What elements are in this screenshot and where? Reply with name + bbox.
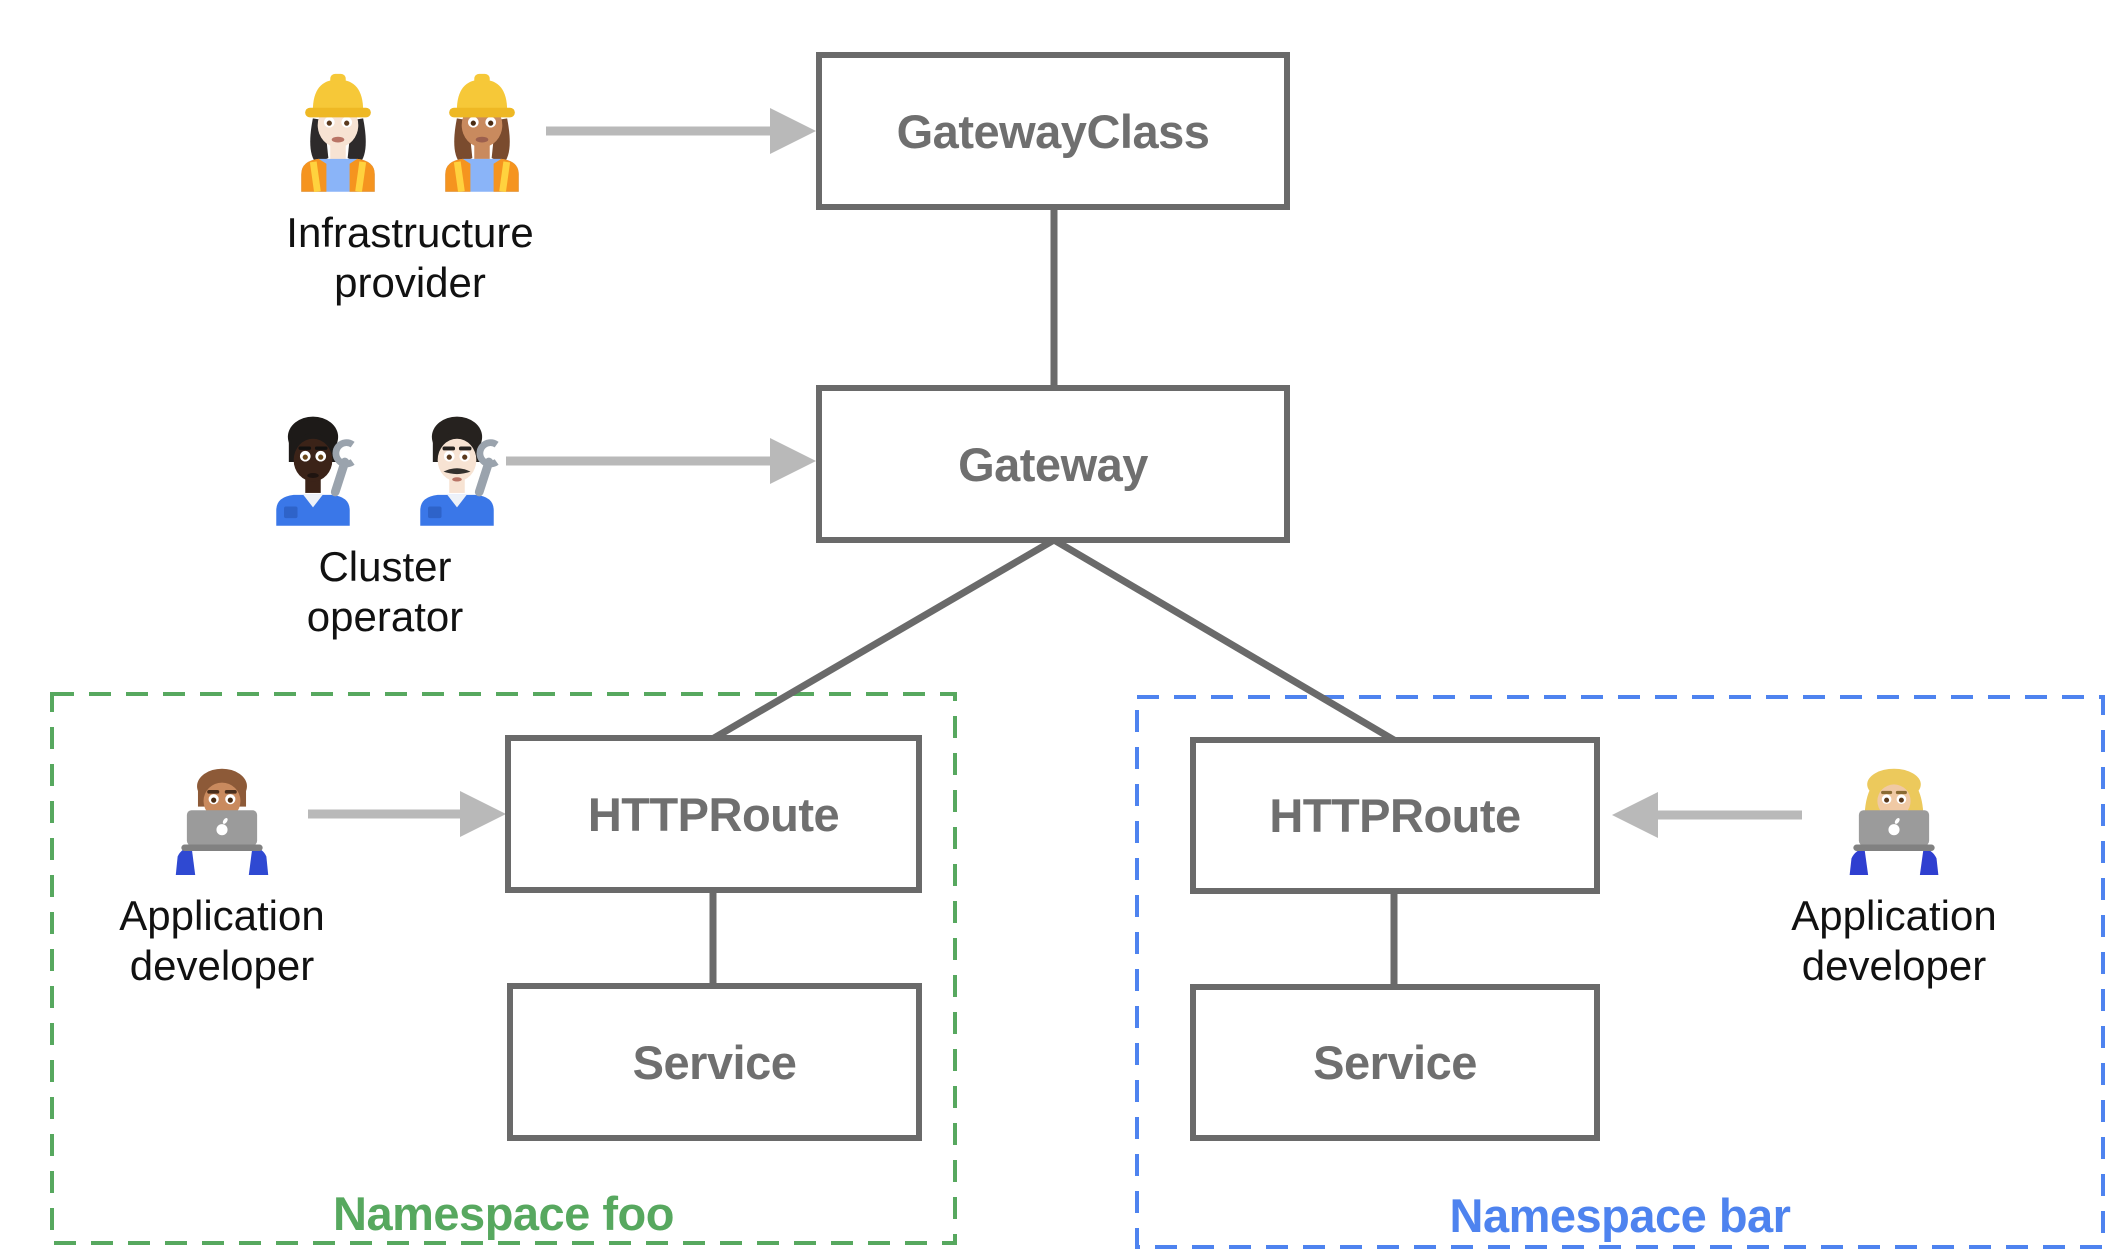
- edge-gateway-httproute-bar: [1052, 536, 1396, 744]
- infrastructure-provider-icons: [280, 64, 540, 192]
- persona-infrastructure-provider: Infrastructure provider: [210, 64, 610, 307]
- namespace-foo-label: Namespace foo: [333, 1187, 674, 1240]
- node-service-bar: Service: [1190, 984, 1600, 1141]
- node-service-bar-label: Service: [1313, 1036, 1477, 1089]
- node-service-foo: Service: [507, 983, 922, 1141]
- node-gatewayclass-label: GatewayClass: [896, 104, 1210, 158]
- persona-app-developer-bar: Application developer: [1694, 753, 2094, 990]
- infrastructure-provider-label: Infrastructure provider: [286, 209, 534, 306]
- man-technologist-icon: [175, 768, 269, 875]
- node-gateway: Gateway: [816, 385, 1290, 543]
- node-gatewayclass: GatewayClass: [816, 52, 1290, 210]
- woman-technologist-icon: [1849, 768, 1939, 875]
- node-httproute-bar: HTTPRoute: [1190, 737, 1600, 894]
- node-gateway-label: Gateway: [958, 437, 1148, 491]
- app-developer-bar-icons: [1838, 753, 1950, 875]
- edge-gateway-httproute-foo: [712, 536, 1056, 742]
- persona-cluster-operator: Cluster operator: [185, 398, 585, 641]
- node-httproute-foo: HTTPRoute: [505, 735, 922, 893]
- node-httproute-foo-label: HTTPRoute: [587, 787, 840, 841]
- persona-app-developer-foo: Application developer: [22, 753, 422, 990]
- node-service-foo-label: Service: [632, 1035, 797, 1089]
- node-httproute-bar-label: HTTPRoute: [1269, 789, 1521, 842]
- cluster-operator-icons: [255, 398, 515, 526]
- woman-construction-worker-light-icon: [301, 73, 375, 192]
- man-mechanic-light-icon: [420, 416, 499, 526]
- woman-construction-worker-medium-icon: [445, 73, 519, 192]
- app-developer-foo-label: Application developer: [119, 892, 325, 989]
- namespace-bar-label: Namespace bar: [1449, 1189, 1791, 1242]
- app-developer-foo-icons: [166, 753, 278, 875]
- cluster-operator-label: Cluster operator: [306, 543, 464, 640]
- person-mechanic-dark-icon: [276, 416, 355, 526]
- app-developer-bar-label: Application developer: [1791, 892, 1997, 989]
